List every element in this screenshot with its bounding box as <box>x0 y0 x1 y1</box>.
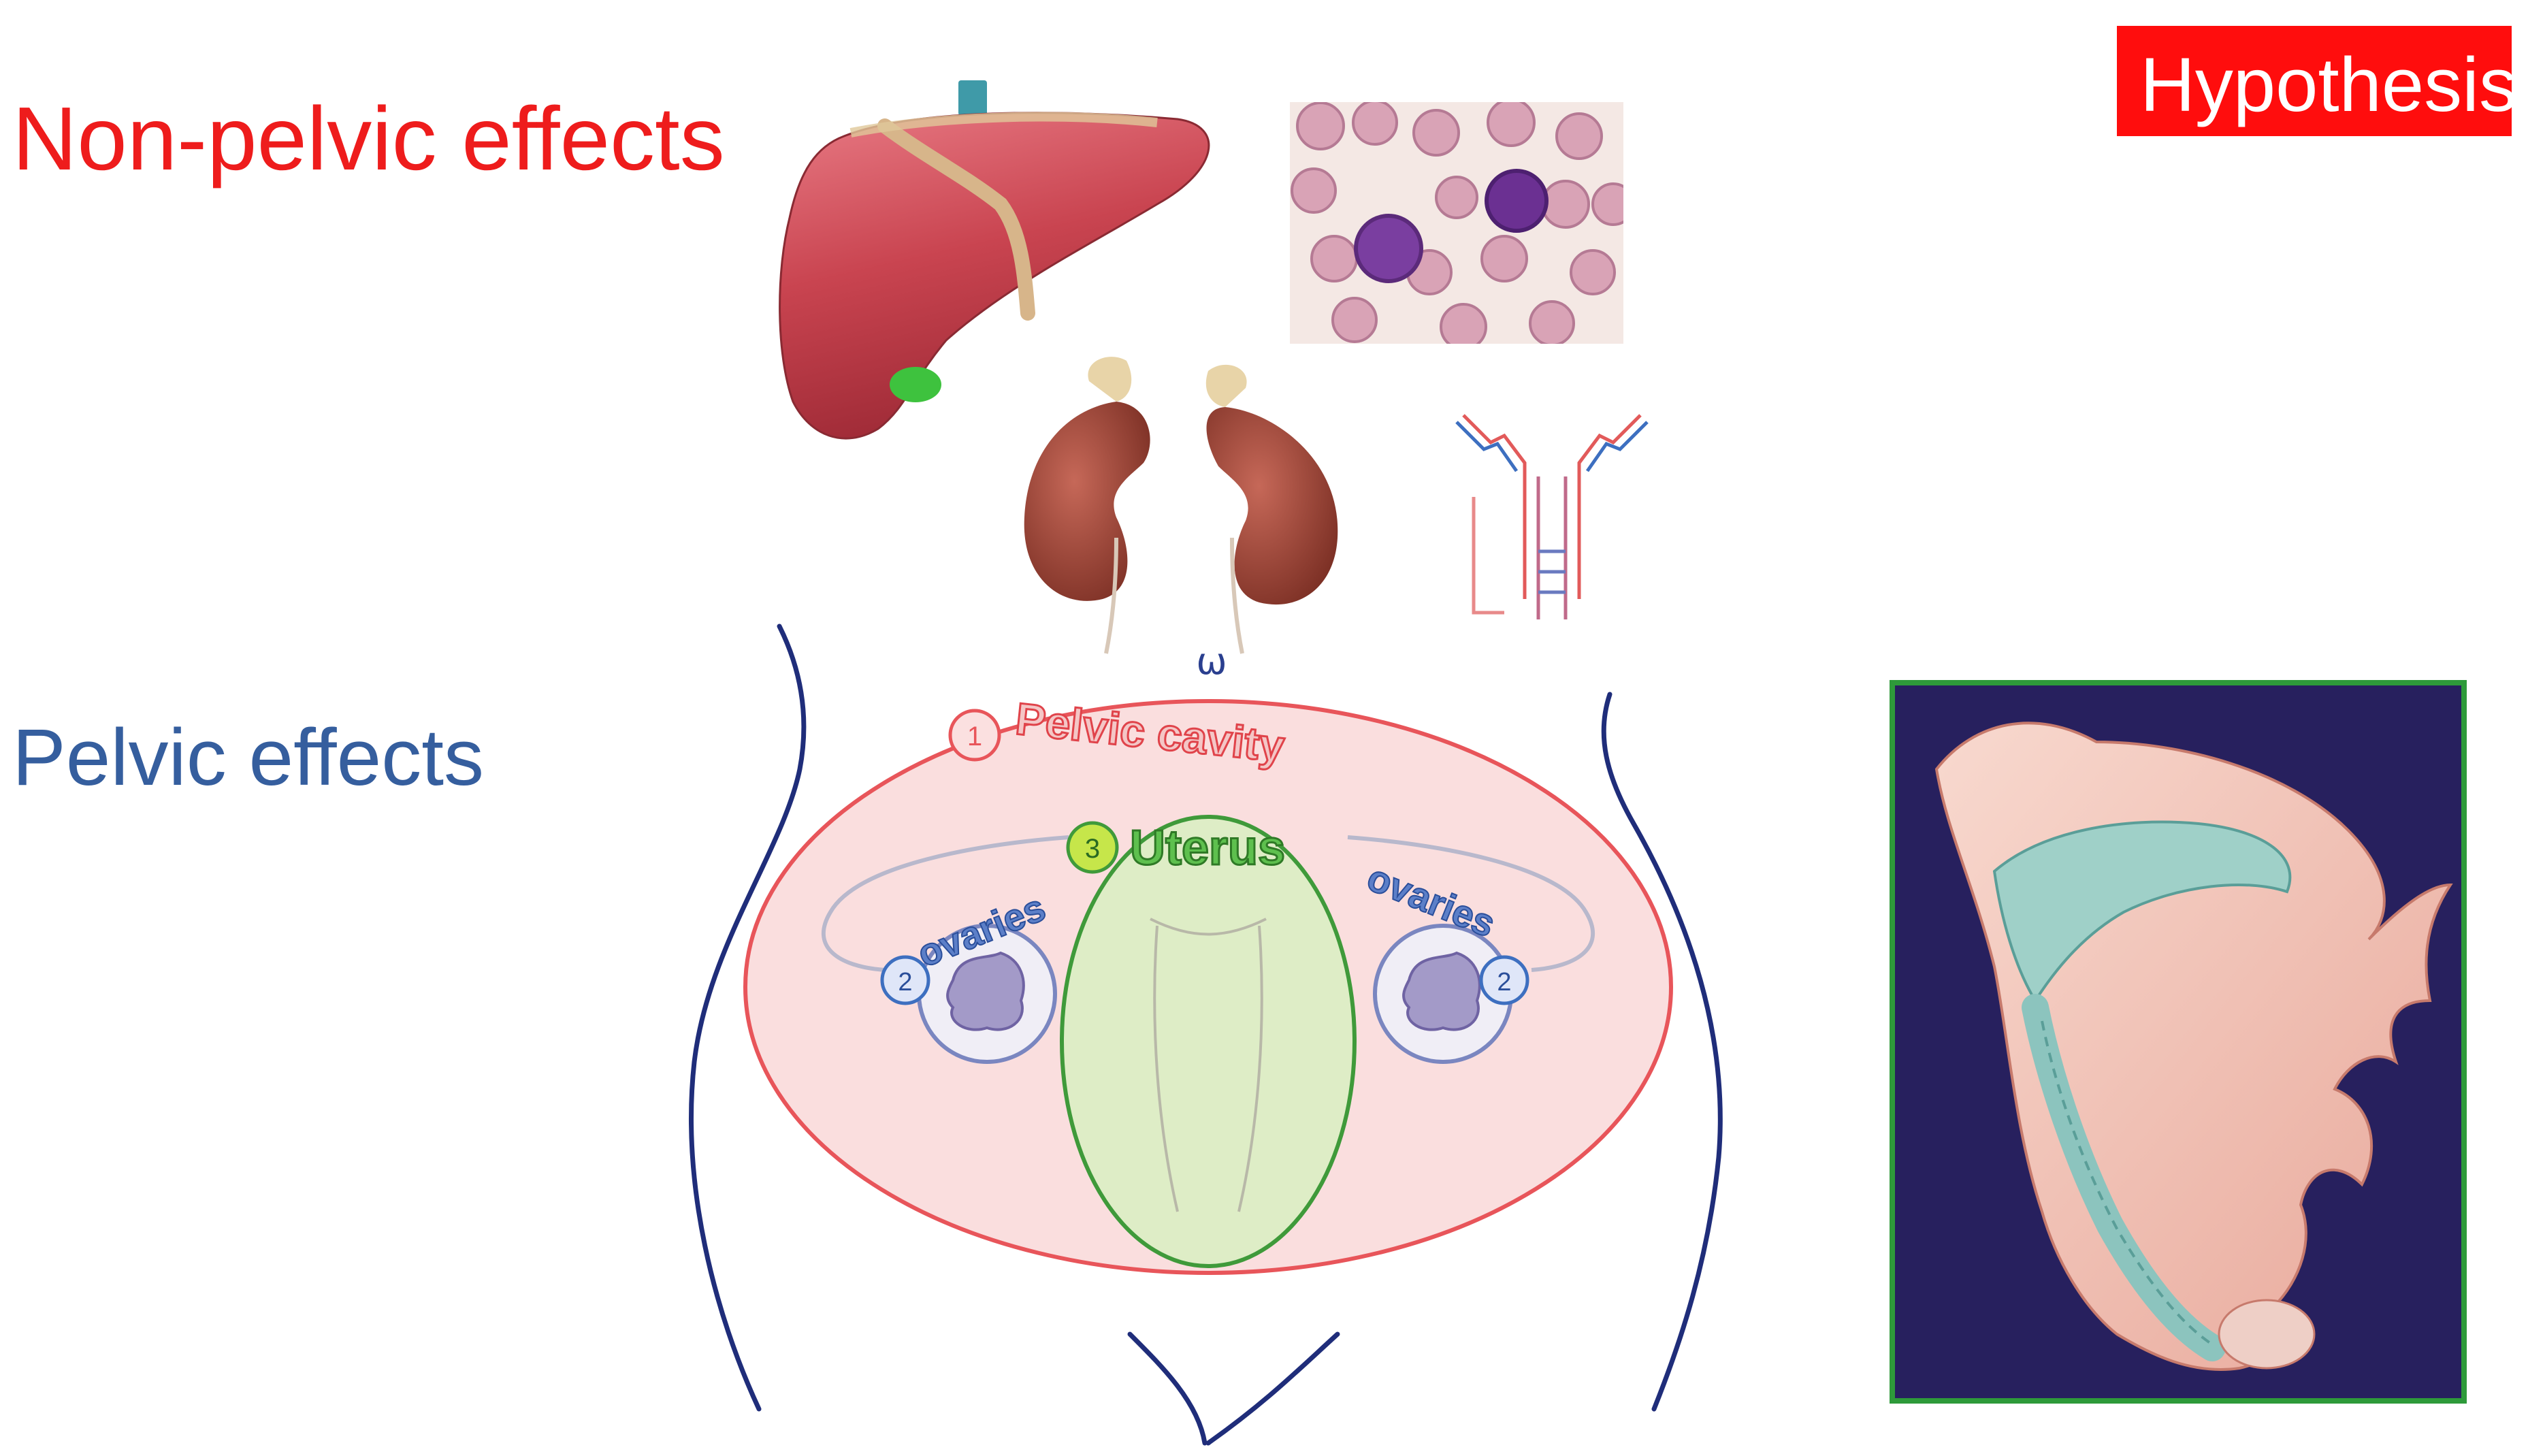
uterus-label: Uterus <box>1130 821 1285 875</box>
ovary-right-number: 2 <box>1497 968 1511 997</box>
airway-diagram-icon <box>1457 415 1647 619</box>
kidneys-icon <box>1024 357 1338 653</box>
pelvic-cavity-marker: 1 <box>950 711 999 760</box>
uterus-number: 3 <box>1085 834 1100 864</box>
top-mark: ω <box>1196 640 1227 683</box>
ovary-left-marker: 2 <box>882 957 928 1003</box>
ovary-right-marker: 2 <box>1481 957 1527 1003</box>
uterus-marker: 3 <box>1068 823 1117 872</box>
liver-icon <box>780 80 1209 438</box>
ovary-left-number: 2 <box>898 968 912 997</box>
uterus-section-illustration-icon <box>1892 683 2464 1401</box>
uterus-region <box>1062 817 1355 1266</box>
blood-smear-icon <box>1290 99 1634 349</box>
pelvic-cavity-number: 1 <box>967 722 982 751</box>
